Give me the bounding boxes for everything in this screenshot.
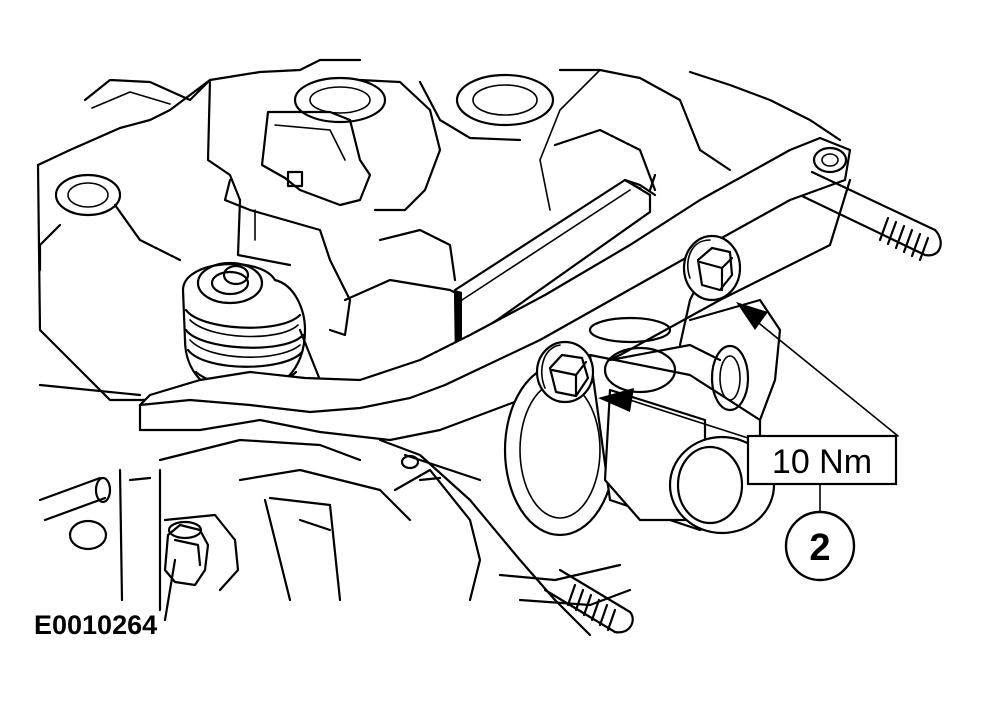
callout-number-text: 2 — [809, 527, 830, 569]
stud-right — [800, 170, 942, 262]
bolt-lower — [535, 340, 595, 404]
cylinder-head-casting — [36, 58, 842, 402]
lower-housing — [158, 438, 632, 637]
stud-lower-left — [38, 468, 162, 612]
torque-label: 10 Nm — [746, 434, 898, 486]
stud-lower-right — [543, 568, 634, 634]
torque-value: 10 Nm — [772, 443, 872, 481]
bolt-upper — [682, 234, 742, 302]
arrow-icon — [598, 302, 768, 412]
leader-lines — [629, 319, 899, 513]
bolt-lower-left — [163, 513, 240, 592]
coolant-outlet — [503, 278, 782, 537]
sensor-housing — [223, 78, 442, 337]
camshaft-cover-plate — [138, 136, 852, 442]
figure-id: E0010264 — [34, 610, 157, 640]
callout-number: 2 — [784, 510, 856, 582]
